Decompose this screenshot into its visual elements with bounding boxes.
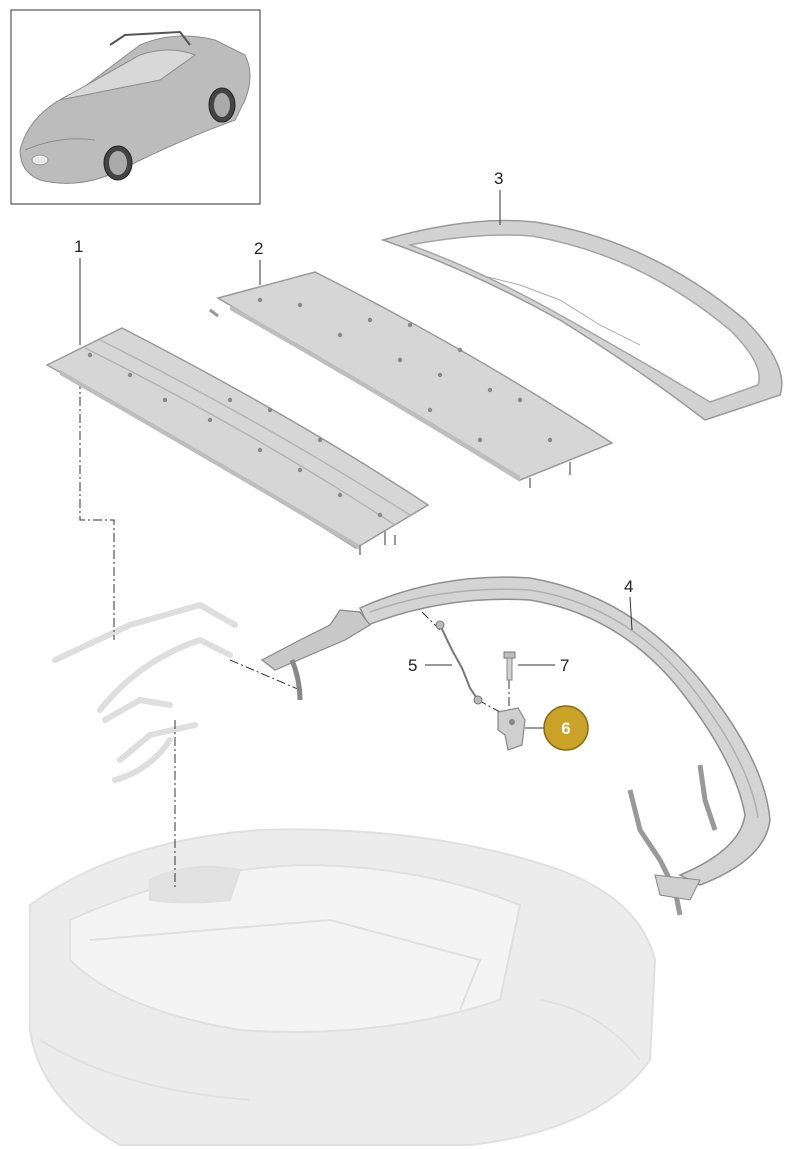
mounting-bracket-icon[interactable] <box>497 707 526 751</box>
roof-panel-front-icon[interactable] <box>45 327 430 555</box>
callout-5[interactable]: 5 <box>408 656 417 675</box>
overview-thumbnail[interactable] <box>10 9 261 205</box>
roof-bow-frame-icon[interactable] <box>260 576 771 916</box>
callout-6-badge[interactable]: 6 <box>543 705 589 751</box>
ghost-roof-mechanism <box>52 601 238 783</box>
tension-cable-icon[interactable] <box>435 620 483 705</box>
callout-leaders <box>79 190 633 729</box>
convertible-car-thumbnail-icon <box>19 30 251 184</box>
ghost-car-body <box>29 828 657 1146</box>
callout-3[interactable]: 3 <box>494 169 503 188</box>
dashed-leader-lines <box>79 380 510 890</box>
callout-6: 6 <box>561 719 570 738</box>
rear-window-frame-icon[interactable] <box>380 219 783 421</box>
callout-labels: 1 2 3 4 5 7 <box>74 169 633 675</box>
screw-icon[interactable] <box>503 651 516 681</box>
callout-7[interactable]: 7 <box>560 656 569 675</box>
callout-1[interactable]: 1 <box>74 237 83 256</box>
callout-4[interactable]: 4 <box>624 577 633 596</box>
callout-2[interactable]: 2 <box>254 239 263 258</box>
roof-panel-middle-icon[interactable] <box>209 271 614 488</box>
